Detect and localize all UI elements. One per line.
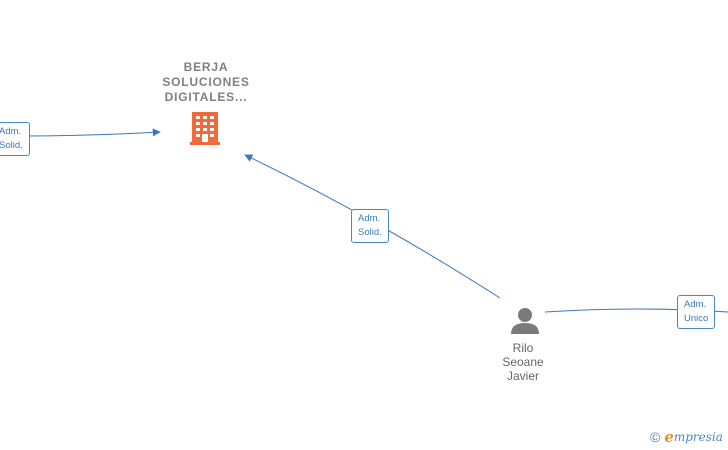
brand-initial: e xyxy=(664,428,674,446)
relation-label-left: Adm. Solid. xyxy=(0,122,30,156)
person-icon[interactable] xyxy=(511,308,539,334)
building-icon[interactable] xyxy=(190,112,220,145)
empresia-logo[interactable]: © e mpresia xyxy=(650,428,723,446)
copyright-icon: © xyxy=(650,429,661,445)
person-name[interactable]: Rilo Seoane Javier xyxy=(502,341,544,383)
company-name[interactable]: BERJA SOLUCIONES DIGITALES... xyxy=(162,60,250,104)
brand-name: mpresia xyxy=(673,430,723,444)
relation-label-middle: Adm. Solid. xyxy=(351,209,389,243)
edge-left-to-company xyxy=(19,128,161,137)
relation-label-right: Adm. Unico xyxy=(677,295,716,329)
